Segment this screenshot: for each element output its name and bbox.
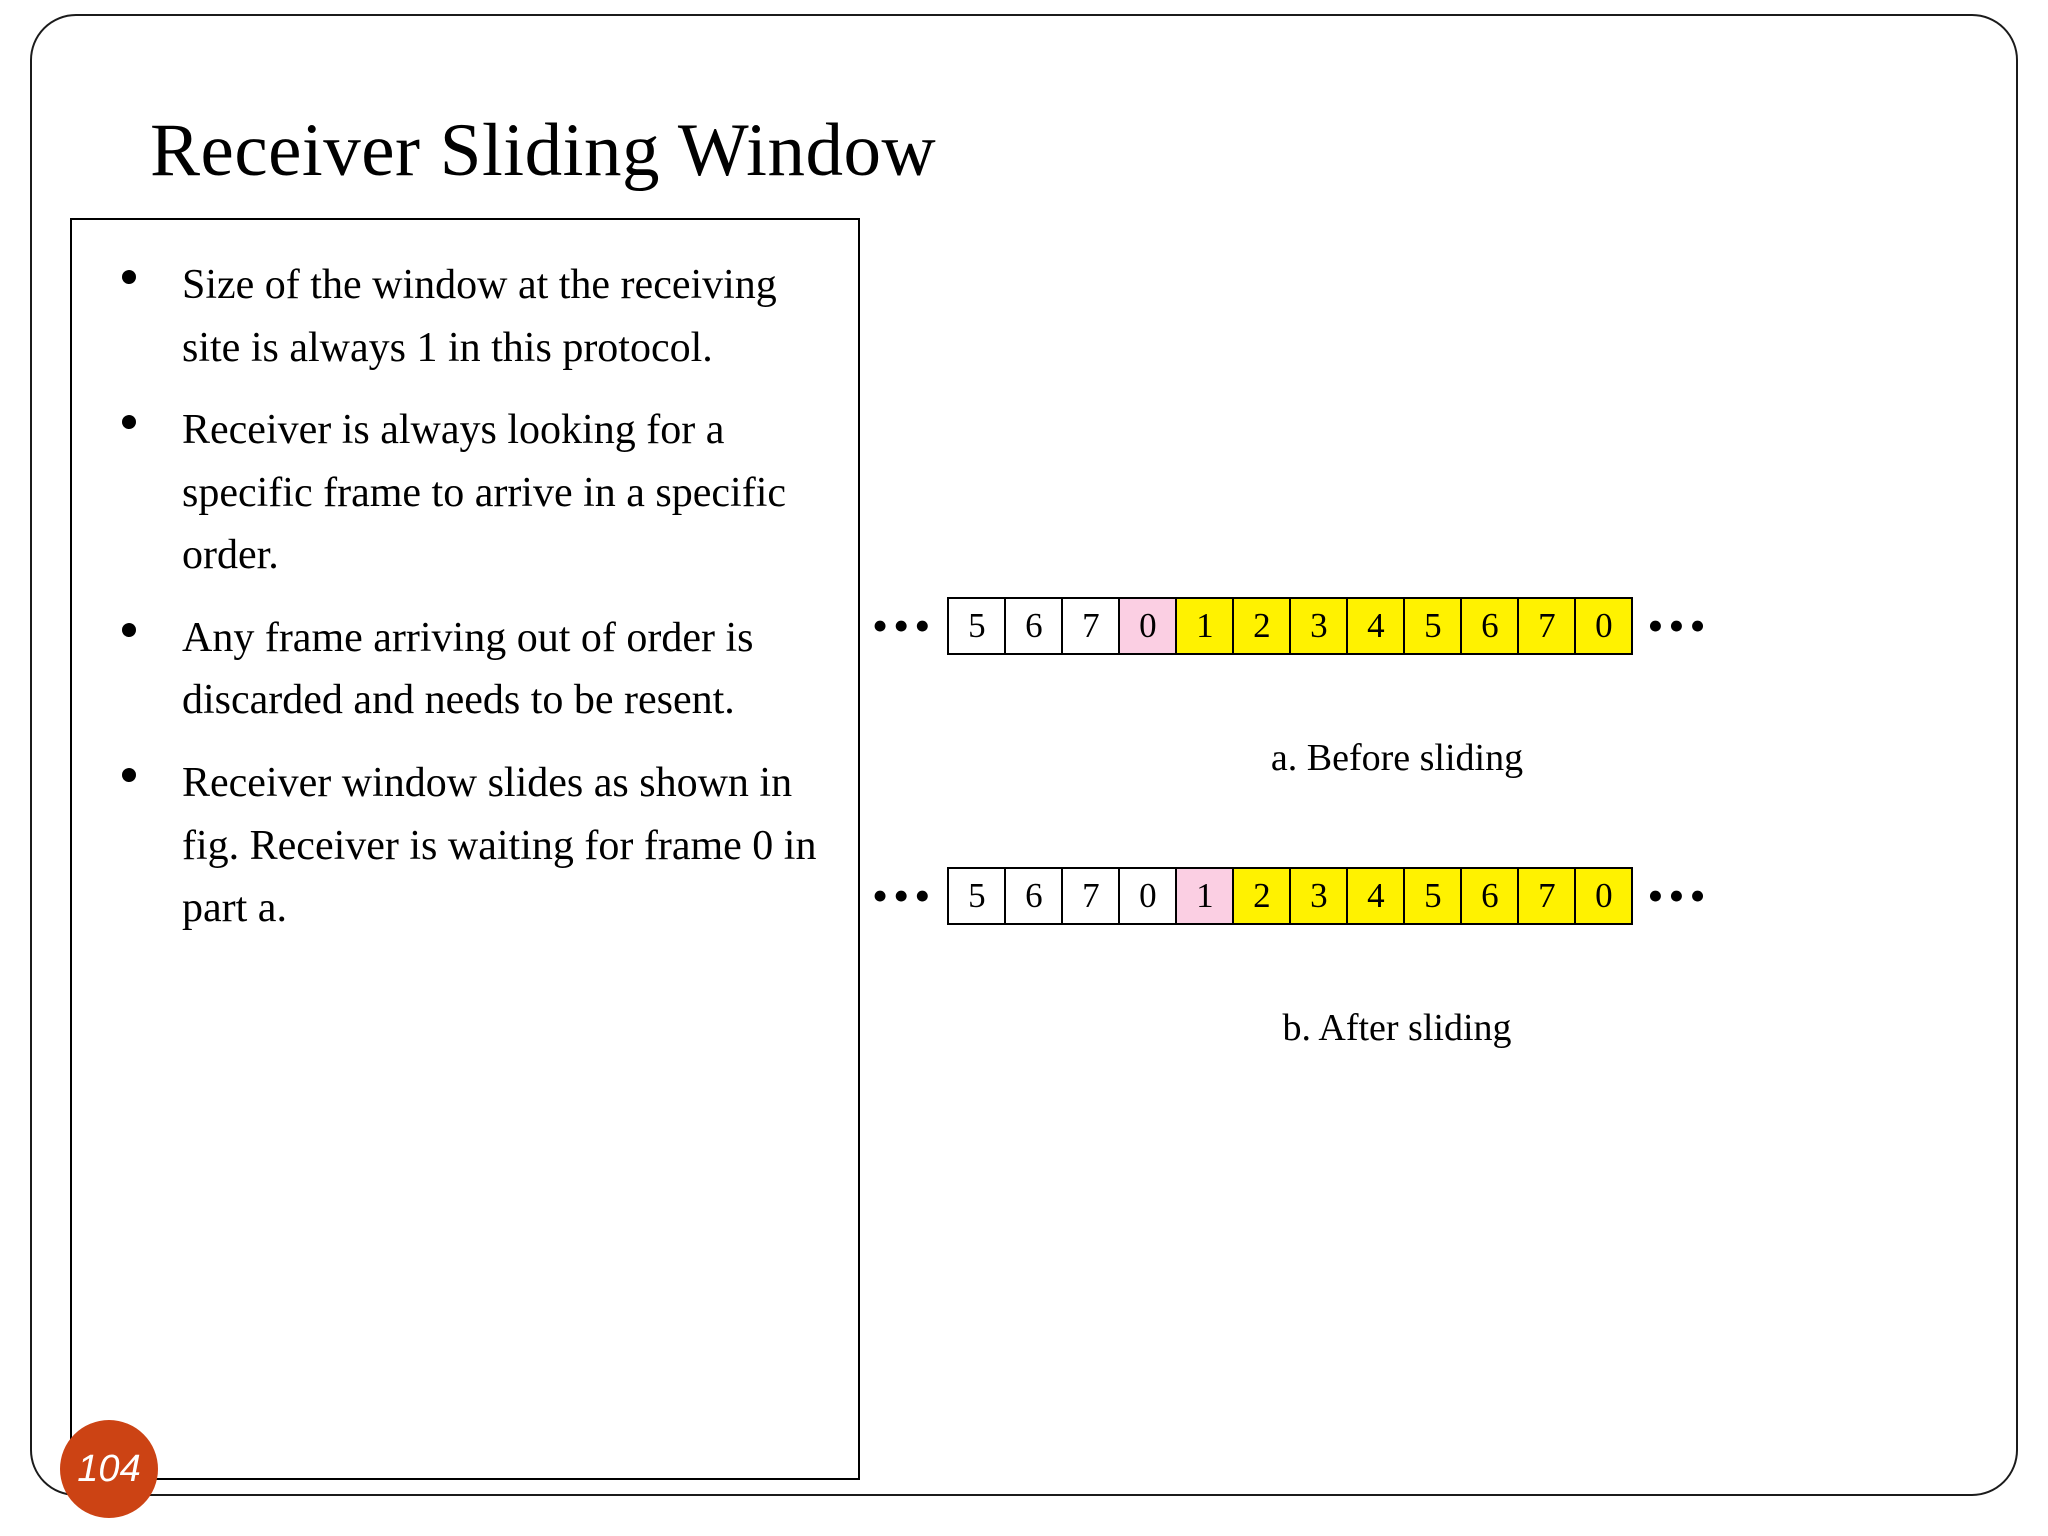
frame-cell: 7 (1517, 867, 1577, 925)
frame-cell-current: 1 (1175, 824, 1235, 968)
frame-cell: 2 (1232, 867, 1292, 925)
frame-cell: 5 (1403, 867, 1463, 925)
ellipsis-right-icon: ••• (1647, 600, 1711, 651)
frame-cell: 0 (1574, 867, 1634, 925)
frame-cell: 5 (947, 597, 1007, 655)
page-title: Receiver Sliding Window (150, 109, 937, 192)
frame-cell: 6 (1004, 867, 1064, 925)
ellipsis-left-icon: ••• (872, 870, 936, 921)
bullet-dot-icon (122, 768, 136, 783)
frame-cell: 0 (1574, 597, 1634, 655)
frame-cell: 7 (1517, 597, 1577, 655)
bullet-dot-icon (122, 270, 136, 284)
frame-cell: 6 (1460, 597, 1520, 655)
page-number-badge: 104 (60, 1420, 158, 1518)
frame-cell: 5 (1403, 597, 1463, 655)
frame-cell: 6 (1004, 597, 1064, 655)
frame-cell-current: 0 (1118, 554, 1178, 698)
frame-cell: 2 (1232, 597, 1292, 655)
figure-caption: a. Before sliding (1270, 737, 1524, 779)
frame-cell: 6 (1460, 867, 1520, 925)
figure-caption: b. After sliding (1282, 1007, 1512, 1049)
bullet-text: Receiver is always looking for a specifi… (182, 407, 787, 579)
frame-cell: 4 (1346, 597, 1406, 655)
slide-frame: Receiver Sliding Window Size of the wind… (30, 14, 2018, 1518)
frame-cell: 3 (1289, 597, 1349, 655)
bullet-item: Size of the window at the receiving site… (94, 254, 834, 379)
bullet-dot-icon (122, 415, 136, 430)
frame-cell: 7 (1061, 597, 1121, 655)
bullet-list: Size of the window at the receiving site… (72, 220, 858, 940)
frame-cell: 7 (1061, 867, 1121, 925)
bullet-text: Any frame arriving out of order is disca… (182, 614, 754, 724)
frame-cell: 3 (1289, 867, 1349, 925)
frame-cell: 4 (1346, 867, 1406, 925)
bullet-item: Receiver is always looking for a specifi… (94, 399, 834, 587)
bullet-item: Receiver window slides as shown in fig. … (94, 752, 834, 940)
frame-cell: 0 (1118, 867, 1178, 925)
bullet-dot-icon (122, 622, 136, 637)
bullet-text-box: Size of the window at the receiving site… (70, 218, 860, 1480)
bullet-text: Receiver window slides as shown in fig. … (182, 760, 817, 932)
ellipsis-right-icon: ••• (1647, 870, 1711, 921)
ellipsis-left-icon: ••• (872, 600, 936, 651)
frame-cell: 5 (947, 867, 1007, 925)
bullet-item: Any frame arriving out of order is disca… (94, 607, 834, 732)
bullet-text: Size of the window at the receiving site… (182, 262, 777, 371)
frame-cell: 1 (1175, 597, 1235, 655)
